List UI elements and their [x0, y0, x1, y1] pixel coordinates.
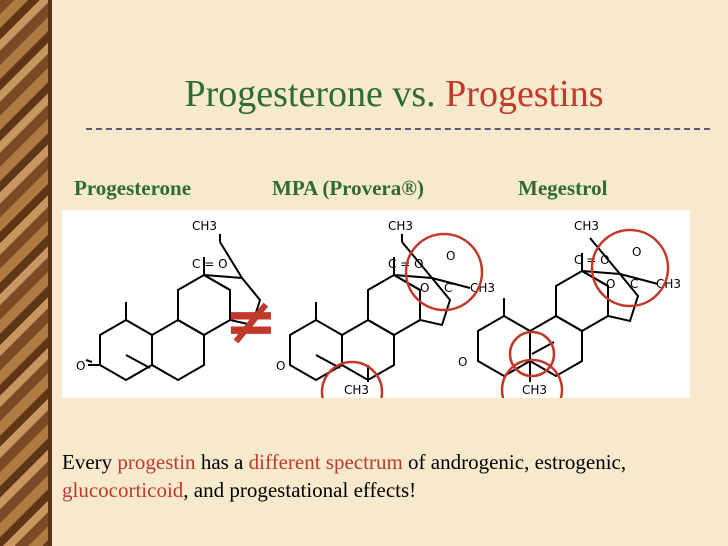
- structures-panel: CH3 C = O O CH3 C = O O O C CH3 CH3 O CH…: [62, 210, 690, 398]
- mpa-ester-circle: [404, 232, 484, 312]
- label-mpa: MPA (Provera®): [272, 176, 424, 200]
- mol2-ester-ch3: CH3: [470, 281, 495, 295]
- body-statement: Every progestin has a different spectrum…: [62, 448, 722, 504]
- not-equal-symbol: ≠: [224, 285, 278, 359]
- body-glucocorticoid: glucocorticoid: [62, 478, 184, 502]
- progesterone-structure: [85, 234, 262, 382]
- label-progesterone: Progesterone: [74, 176, 192, 200]
- slide-title: Progesterone vs. Progestins: [60, 72, 728, 116]
- megestrol-ester-circle: [590, 228, 670, 308]
- body-t1: Every: [62, 450, 118, 474]
- megestrol-methyl-circle: [500, 358, 564, 398]
- mol2-ester-o-dbl: O: [446, 249, 455, 263]
- mol3-ester-o: O: [606, 277, 615, 291]
- mol2-ester-c: C: [444, 281, 452, 295]
- mol1-carbonyl: C = O: [192, 257, 228, 271]
- mol3-ester-o-dbl: O: [632, 245, 641, 259]
- body-progestin: progestin: [117, 450, 196, 474]
- body-t7: , and progestational effects!: [183, 478, 417, 502]
- mol1-ch3-top: CH3: [192, 219, 217, 233]
- mol2-ch3-top: CH3: [388, 219, 413, 233]
- body-t3: has a: [195, 450, 249, 474]
- mpa-structure: [289, 234, 471, 382]
- mpa-methyl-circle: [320, 360, 384, 398]
- mol3-ester-ch3: CH3: [656, 277, 681, 291]
- mol2-ester-o: O: [420, 281, 429, 295]
- mol3-ketone-o: O: [458, 355, 467, 369]
- label-megestrol: Megestrol: [518, 176, 608, 200]
- structures-svg: CH3 C = O O CH3 C = O O O C CH3 CH3 O CH…: [76, 219, 681, 398]
- mol2-ch3-bottom: CH3: [344, 383, 369, 397]
- title-highlight: Progestins: [445, 73, 604, 115]
- body-t5: of androgenic, estrogenic,: [402, 450, 627, 474]
- mol3-ch3-top: CH3: [574, 219, 599, 233]
- megestrol-double-bond-circle: [508, 330, 556, 378]
- wood-border: [0, 0, 48, 546]
- mol3-ester-c: C: [630, 277, 638, 291]
- mol2-ketone-o: O: [276, 359, 285, 373]
- border-edge: [48, 0, 52, 546]
- title-divider: [86, 128, 710, 130]
- title-main: Progesterone vs.: [184, 73, 446, 115]
- mol3-ch3-bottom: CH3: [522, 383, 547, 397]
- mol1-ketone-o: O: [76, 359, 85, 373]
- megestrol-structure: [477, 237, 659, 382]
- body-different-spectrum: different spectrum: [248, 450, 403, 474]
